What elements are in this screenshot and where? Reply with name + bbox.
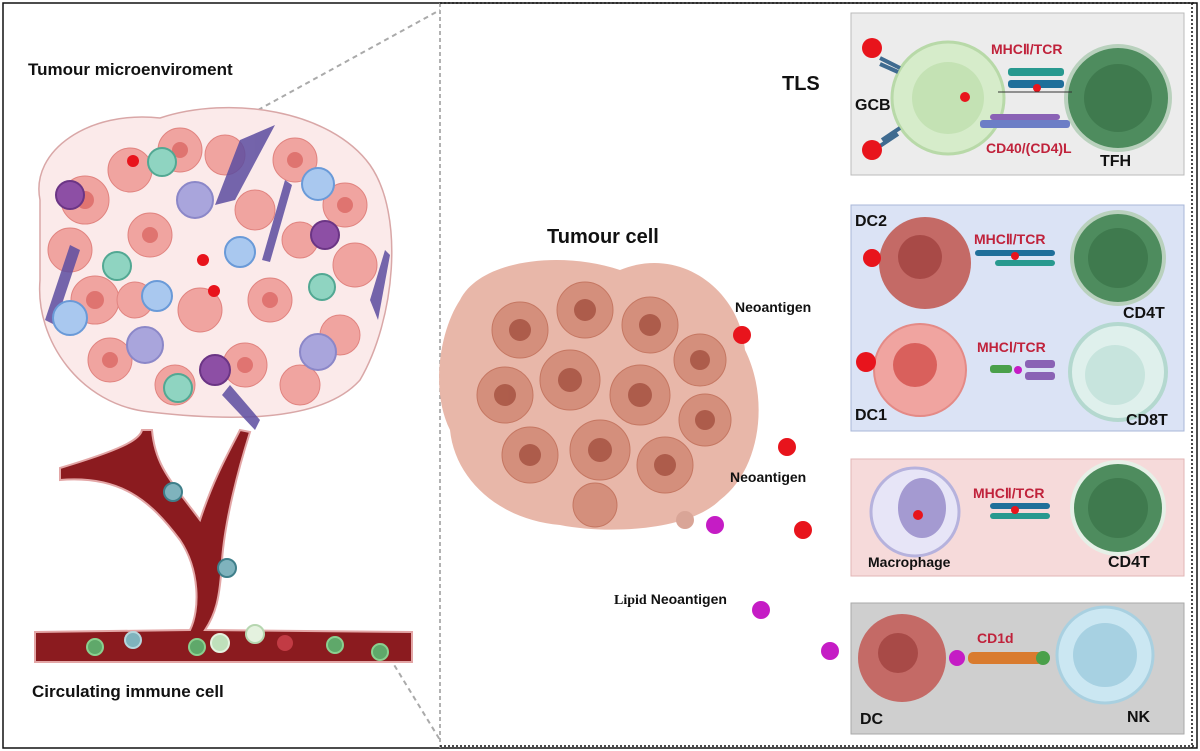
- macrophage-receptor: [990, 503, 1050, 519]
- tls-cd40-label: CD40/(CD4)L: [986, 140, 1072, 156]
- cd4t-cell-1: [1070, 210, 1166, 306]
- neoantigen-dot-3: [794, 521, 812, 539]
- cd8t-cell: [1068, 322, 1168, 422]
- cd1d-receptor: [968, 651, 1050, 665]
- dc1-cell: [873, 323, 967, 417]
- gcb-cell: [878, 40, 1006, 156]
- gcb-label: GCB: [855, 97, 891, 114]
- dc-label: DC: [860, 711, 884, 728]
- cd8t-label: CD8T: [1126, 412, 1168, 429]
- tls-receptors: [980, 68, 1072, 128]
- lipid-dot-2: [752, 601, 770, 619]
- neoantigen-dot-1: [733, 326, 751, 344]
- neoantigen-dot-2: [778, 438, 796, 456]
- blood-vessel: [34, 428, 413, 663]
- nk-label: NK: [1127, 709, 1151, 726]
- dc-cell: [858, 614, 946, 702]
- cd4t-label-2: CD4T: [1108, 554, 1150, 571]
- tfh-cell: [1064, 44, 1172, 152]
- dc2-label: DC2: [855, 213, 887, 230]
- dc1-label: DC1: [855, 407, 887, 424]
- macrophage-mhc-label: MHCⅡ/TCR: [973, 485, 1044, 501]
- macrophage-label: Macrophage: [868, 554, 951, 570]
- dc1-mhc-label: MHCⅠ/TCR: [977, 339, 1046, 355]
- dc2-mhc-label: MHCⅡ/TCR: [974, 231, 1045, 247]
- lipid-dot-1: [706, 516, 724, 534]
- tme-cluster: [38, 106, 393, 430]
- nk-cell: [1055, 605, 1155, 705]
- neoantigen-label-1: Neoantigen: [735, 299, 811, 315]
- dc2-cell: [879, 217, 971, 309]
- macrophage-cell: [869, 466, 961, 558]
- cd1d-label: CD1d: [977, 630, 1014, 646]
- dc1-receptor: [990, 360, 1055, 380]
- tumour-cell-label: Tumour cell: [547, 226, 659, 248]
- cd4t-label-1: CD4T: [1123, 305, 1165, 322]
- cd4t-cell-2: [1070, 460, 1166, 556]
- neoantigen-label-2: Neoantigen: [730, 469, 806, 485]
- dc2-receptor: [975, 250, 1055, 266]
- tls-mhc-label: MHCⅡ/TCR: [991, 41, 1062, 57]
- circulating-label: Circulating immune cell: [32, 682, 224, 701]
- tfh-label: TFH: [1100, 153, 1131, 170]
- tumour-mass: [439, 260, 759, 530]
- tme-title: Tumour microenviroment: [28, 60, 233, 79]
- zoom-line-top: [257, 9, 441, 111]
- zoom-line-bottom: [384, 649, 441, 741]
- lipid-dot-3: [821, 642, 839, 660]
- tls-title: TLS: [782, 73, 820, 95]
